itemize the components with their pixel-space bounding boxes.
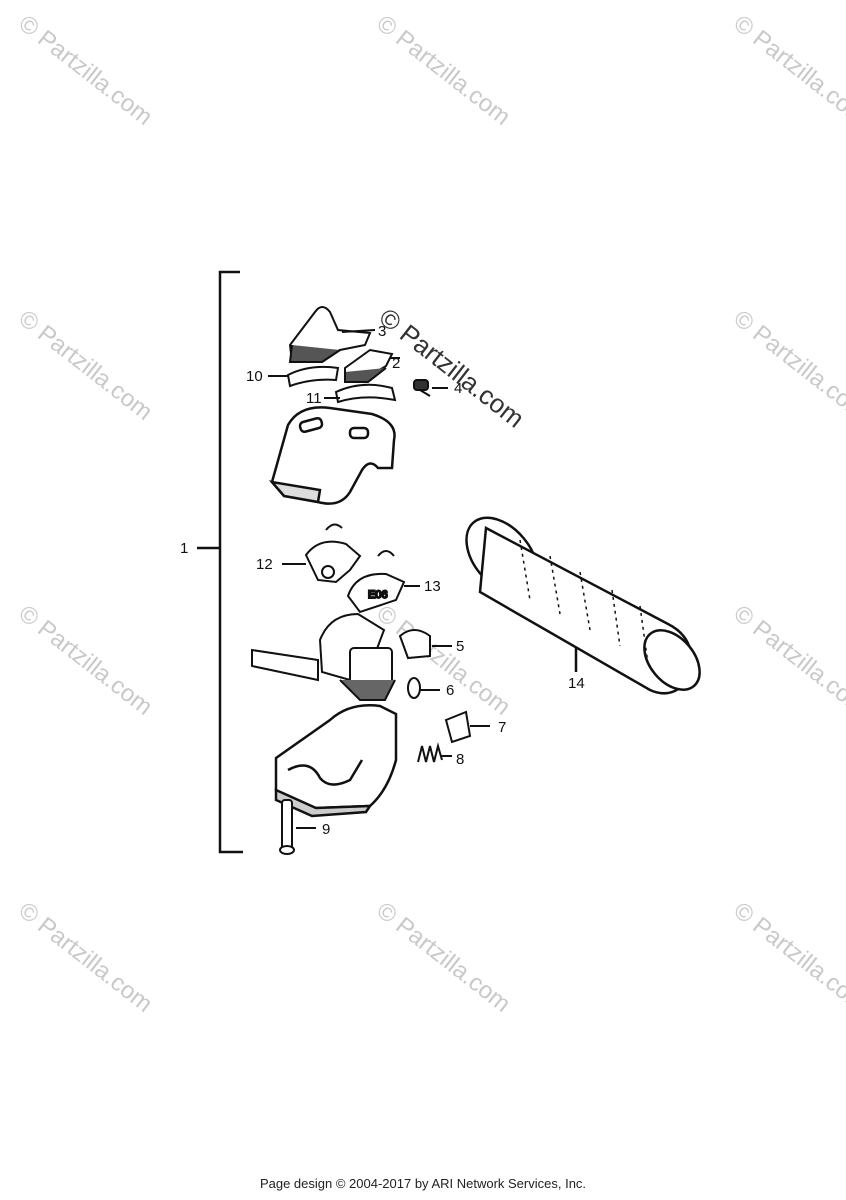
assembly-bracket [197, 270, 243, 854]
part-11-plate [324, 383, 397, 404]
part-7-screw [444, 710, 490, 744]
part-6-pin [407, 677, 440, 699]
callout-8: 8 [456, 751, 464, 768]
callout-11: 11 [306, 390, 322, 407]
part-3-knob [288, 306, 376, 363]
lower-housing [274, 704, 398, 818]
part-5-cover [398, 629, 452, 660]
callout-4: 4 [454, 380, 462, 397]
callout-2: 2 [392, 355, 400, 372]
part-13-contact: E06 [346, 550, 420, 614]
switch-body [251, 612, 396, 701]
part-4-screw [413, 379, 448, 397]
callout-12: 12 [256, 556, 273, 573]
upper-housing [268, 406, 396, 505]
callout-7: 7 [498, 719, 506, 736]
callout-1: 1 [180, 540, 188, 557]
page-footer: Page design © 2004-2017 by ARI Network S… [259, 1176, 587, 1191]
part-10-plate [268, 365, 340, 388]
part-2-knob [344, 348, 400, 383]
callout-3: 3 [378, 323, 386, 340]
callout-6: 6 [446, 682, 454, 699]
callout-5: 5 [456, 638, 464, 655]
callout-10: 10 [246, 368, 263, 385]
callout-14: 14 [568, 675, 585, 692]
callout-9: 9 [322, 821, 330, 838]
part-13-marking: E06 [368, 589, 388, 601]
part-14-grip [465, 516, 701, 695]
part-8-spring [417, 742, 452, 763]
part-12-contact [282, 523, 362, 584]
part-9-bolt [279, 799, 316, 855]
callout-13: 13 [424, 578, 441, 595]
